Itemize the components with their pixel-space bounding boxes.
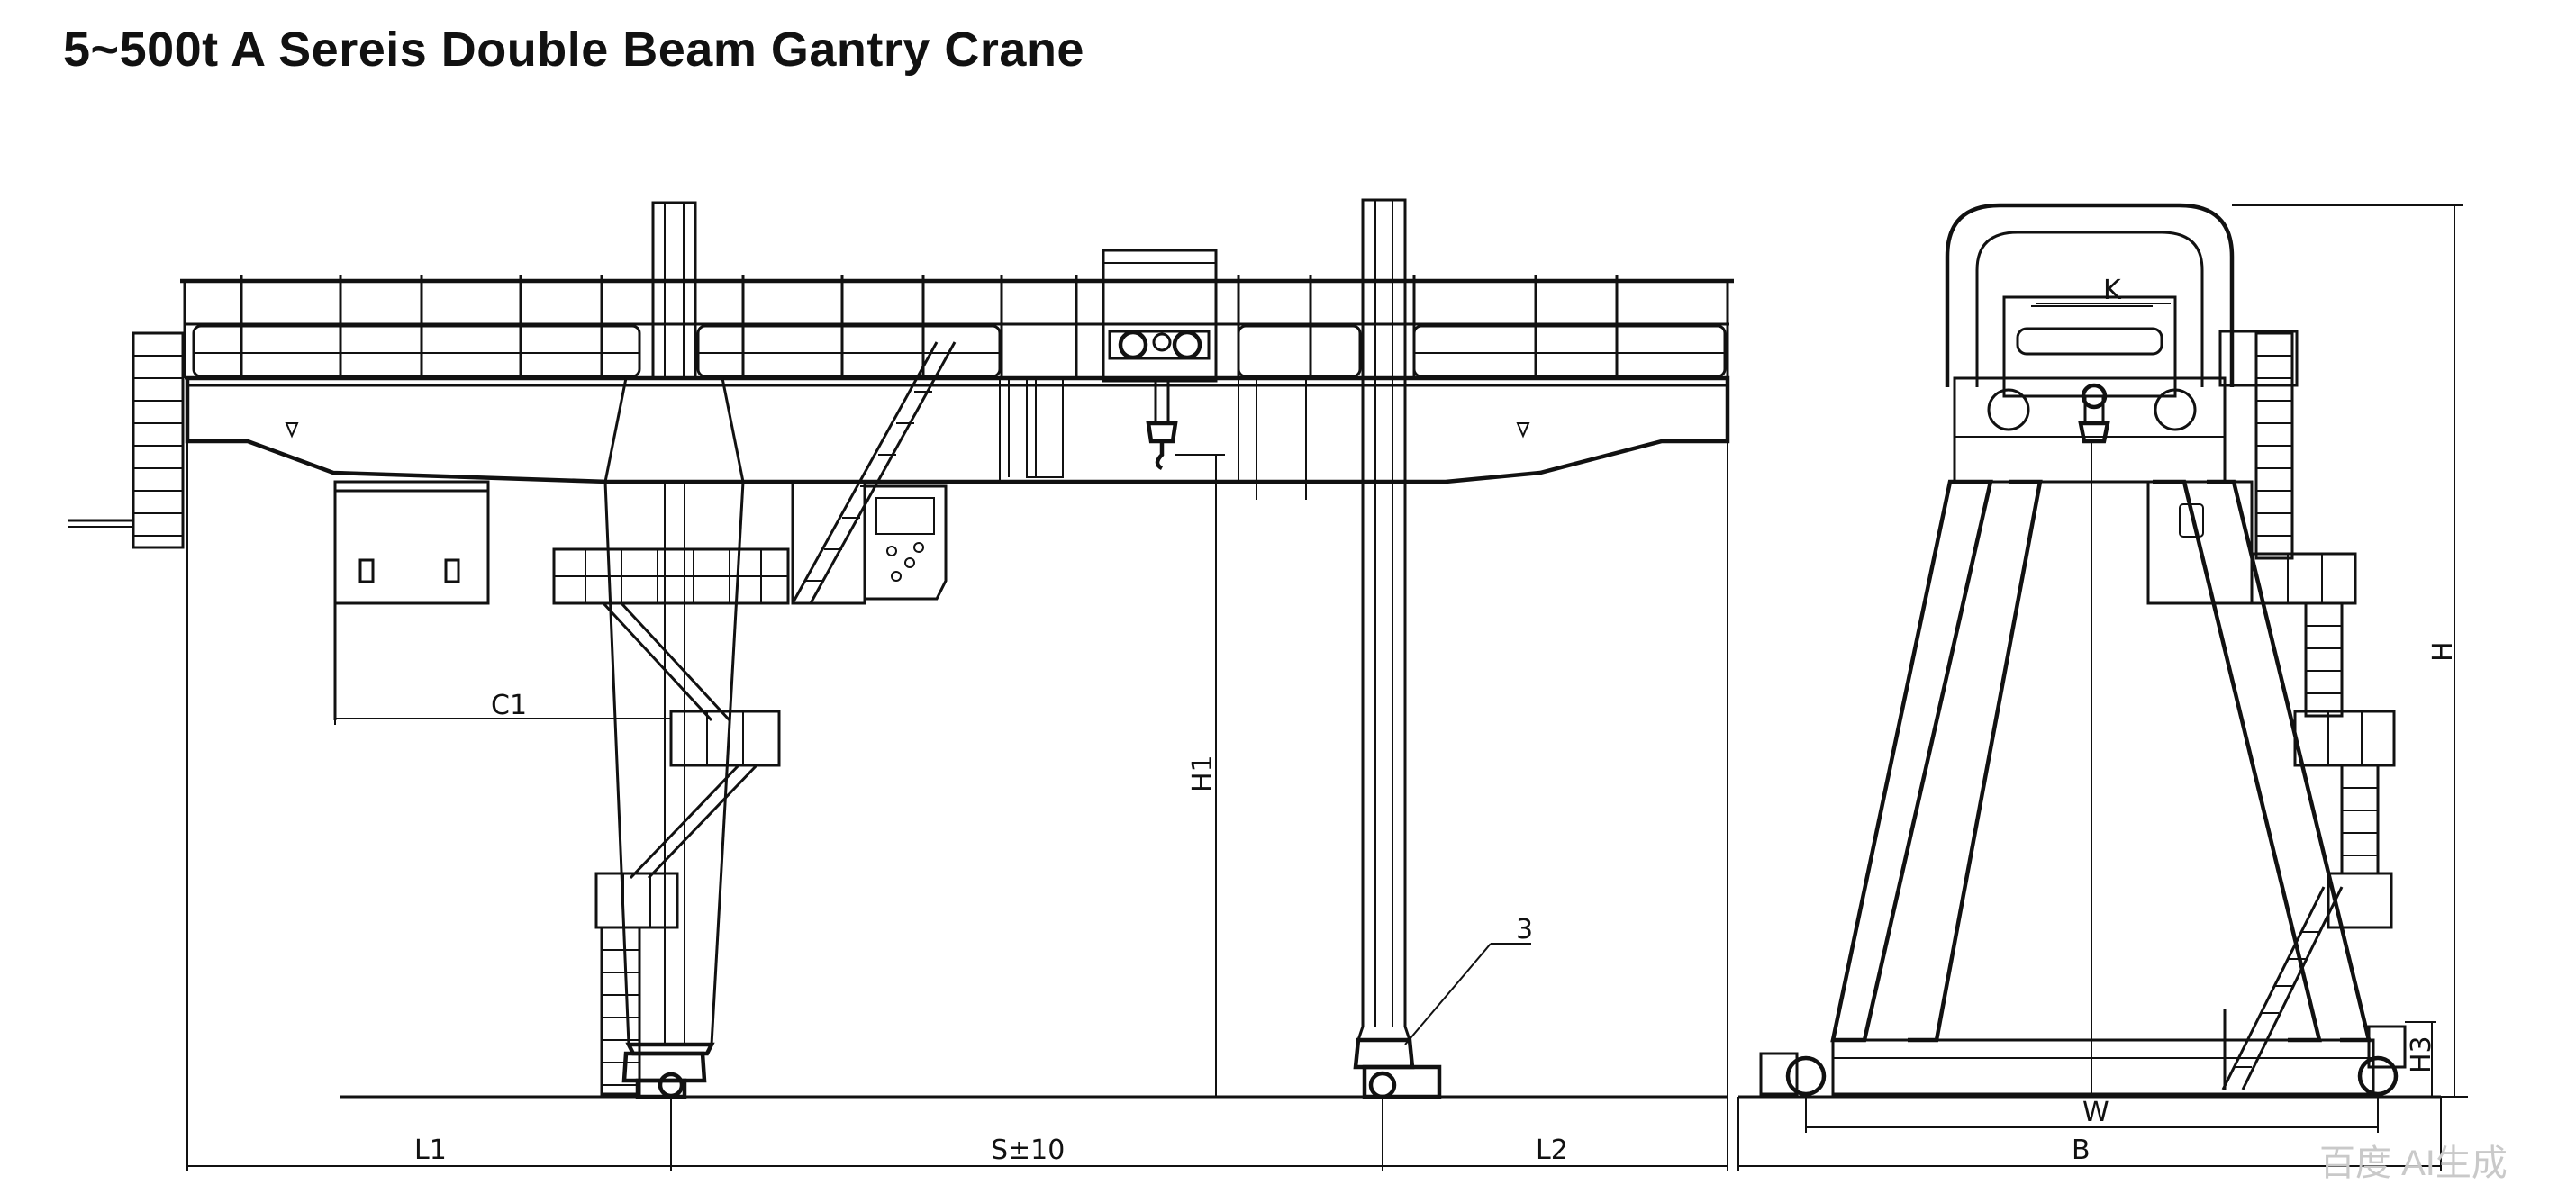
side-wheel-right bbox=[2357, 1055, 2399, 1097]
side-ladder-middle bbox=[2293, 602, 2396, 929]
side-ladder-upper bbox=[2218, 330, 2299, 560]
wheel-bogie-right bbox=[1353, 1037, 1442, 1099]
dim-c1: C1 bbox=[334, 690, 671, 725]
main-girder bbox=[185, 375, 1730, 500]
dim-bottom: L1 S±10 L2 bbox=[186, 441, 1728, 1171]
front-elevation: C1 H1 3 L1 S±10 L2 bbox=[68, 198, 1734, 1171]
walkway-handrail bbox=[180, 275, 1734, 380]
top-arch bbox=[1945, 203, 2235, 387]
label-l1: L1 bbox=[414, 1135, 447, 1166]
label-span: S±10 bbox=[991, 1135, 1065, 1166]
dim-b: B bbox=[1737, 1097, 2442, 1171]
dim-h1: H1 bbox=[1175, 454, 1225, 1097]
stairs-upper bbox=[791, 341, 957, 604]
dim-w: W bbox=[1805, 1097, 2379, 1133]
label-k: K bbox=[2103, 275, 2122, 306]
operator-cab bbox=[333, 480, 490, 720]
dim-k: K bbox=[2036, 275, 2171, 306]
stairs-leg bbox=[594, 602, 781, 929]
watermark: 百度 AI生成 bbox=[2319, 1144, 2508, 1183]
label-c1: C1 bbox=[491, 690, 527, 721]
electric-cabinet bbox=[863, 484, 948, 601]
label-h1: H1 bbox=[1187, 755, 1219, 792]
leg-platform bbox=[552, 480, 866, 605]
wheel-bogie-left bbox=[621, 1051, 707, 1099]
label-l2: L2 bbox=[1536, 1135, 1568, 1166]
end-ladder-left bbox=[68, 331, 185, 549]
callout-3: 3 bbox=[1404, 914, 1533, 1045]
label-b: B bbox=[2072, 1135, 2091, 1166]
diagram-title: 5~500t A Sereis Double Beam Gantry Crane bbox=[63, 23, 1084, 77]
side-elevation: K bbox=[1737, 203, 2468, 1171]
side-cab bbox=[2146, 480, 2357, 605]
ladder-bottom bbox=[600, 926, 641, 1096]
trolley-hoist bbox=[1102, 249, 1218, 471]
label-w: W bbox=[2082, 1097, 2109, 1128]
label-h: H bbox=[2427, 641, 2459, 662]
dim-h3: H3 bbox=[2405, 1021, 2437, 1097]
side-wheel-left bbox=[1785, 1055, 1827, 1097]
side-stairs-bottom bbox=[2221, 886, 2344, 1090]
trolley-side bbox=[2002, 295, 2177, 1097]
dim-h: H bbox=[2232, 204, 2468, 1098]
label-h3: H3 bbox=[2406, 1036, 2437, 1073]
right-leg bbox=[1356, 198, 1412, 1042]
label-callout-3: 3 bbox=[1516, 914, 1533, 945]
sill-beam bbox=[1759, 1025, 2407, 1097]
